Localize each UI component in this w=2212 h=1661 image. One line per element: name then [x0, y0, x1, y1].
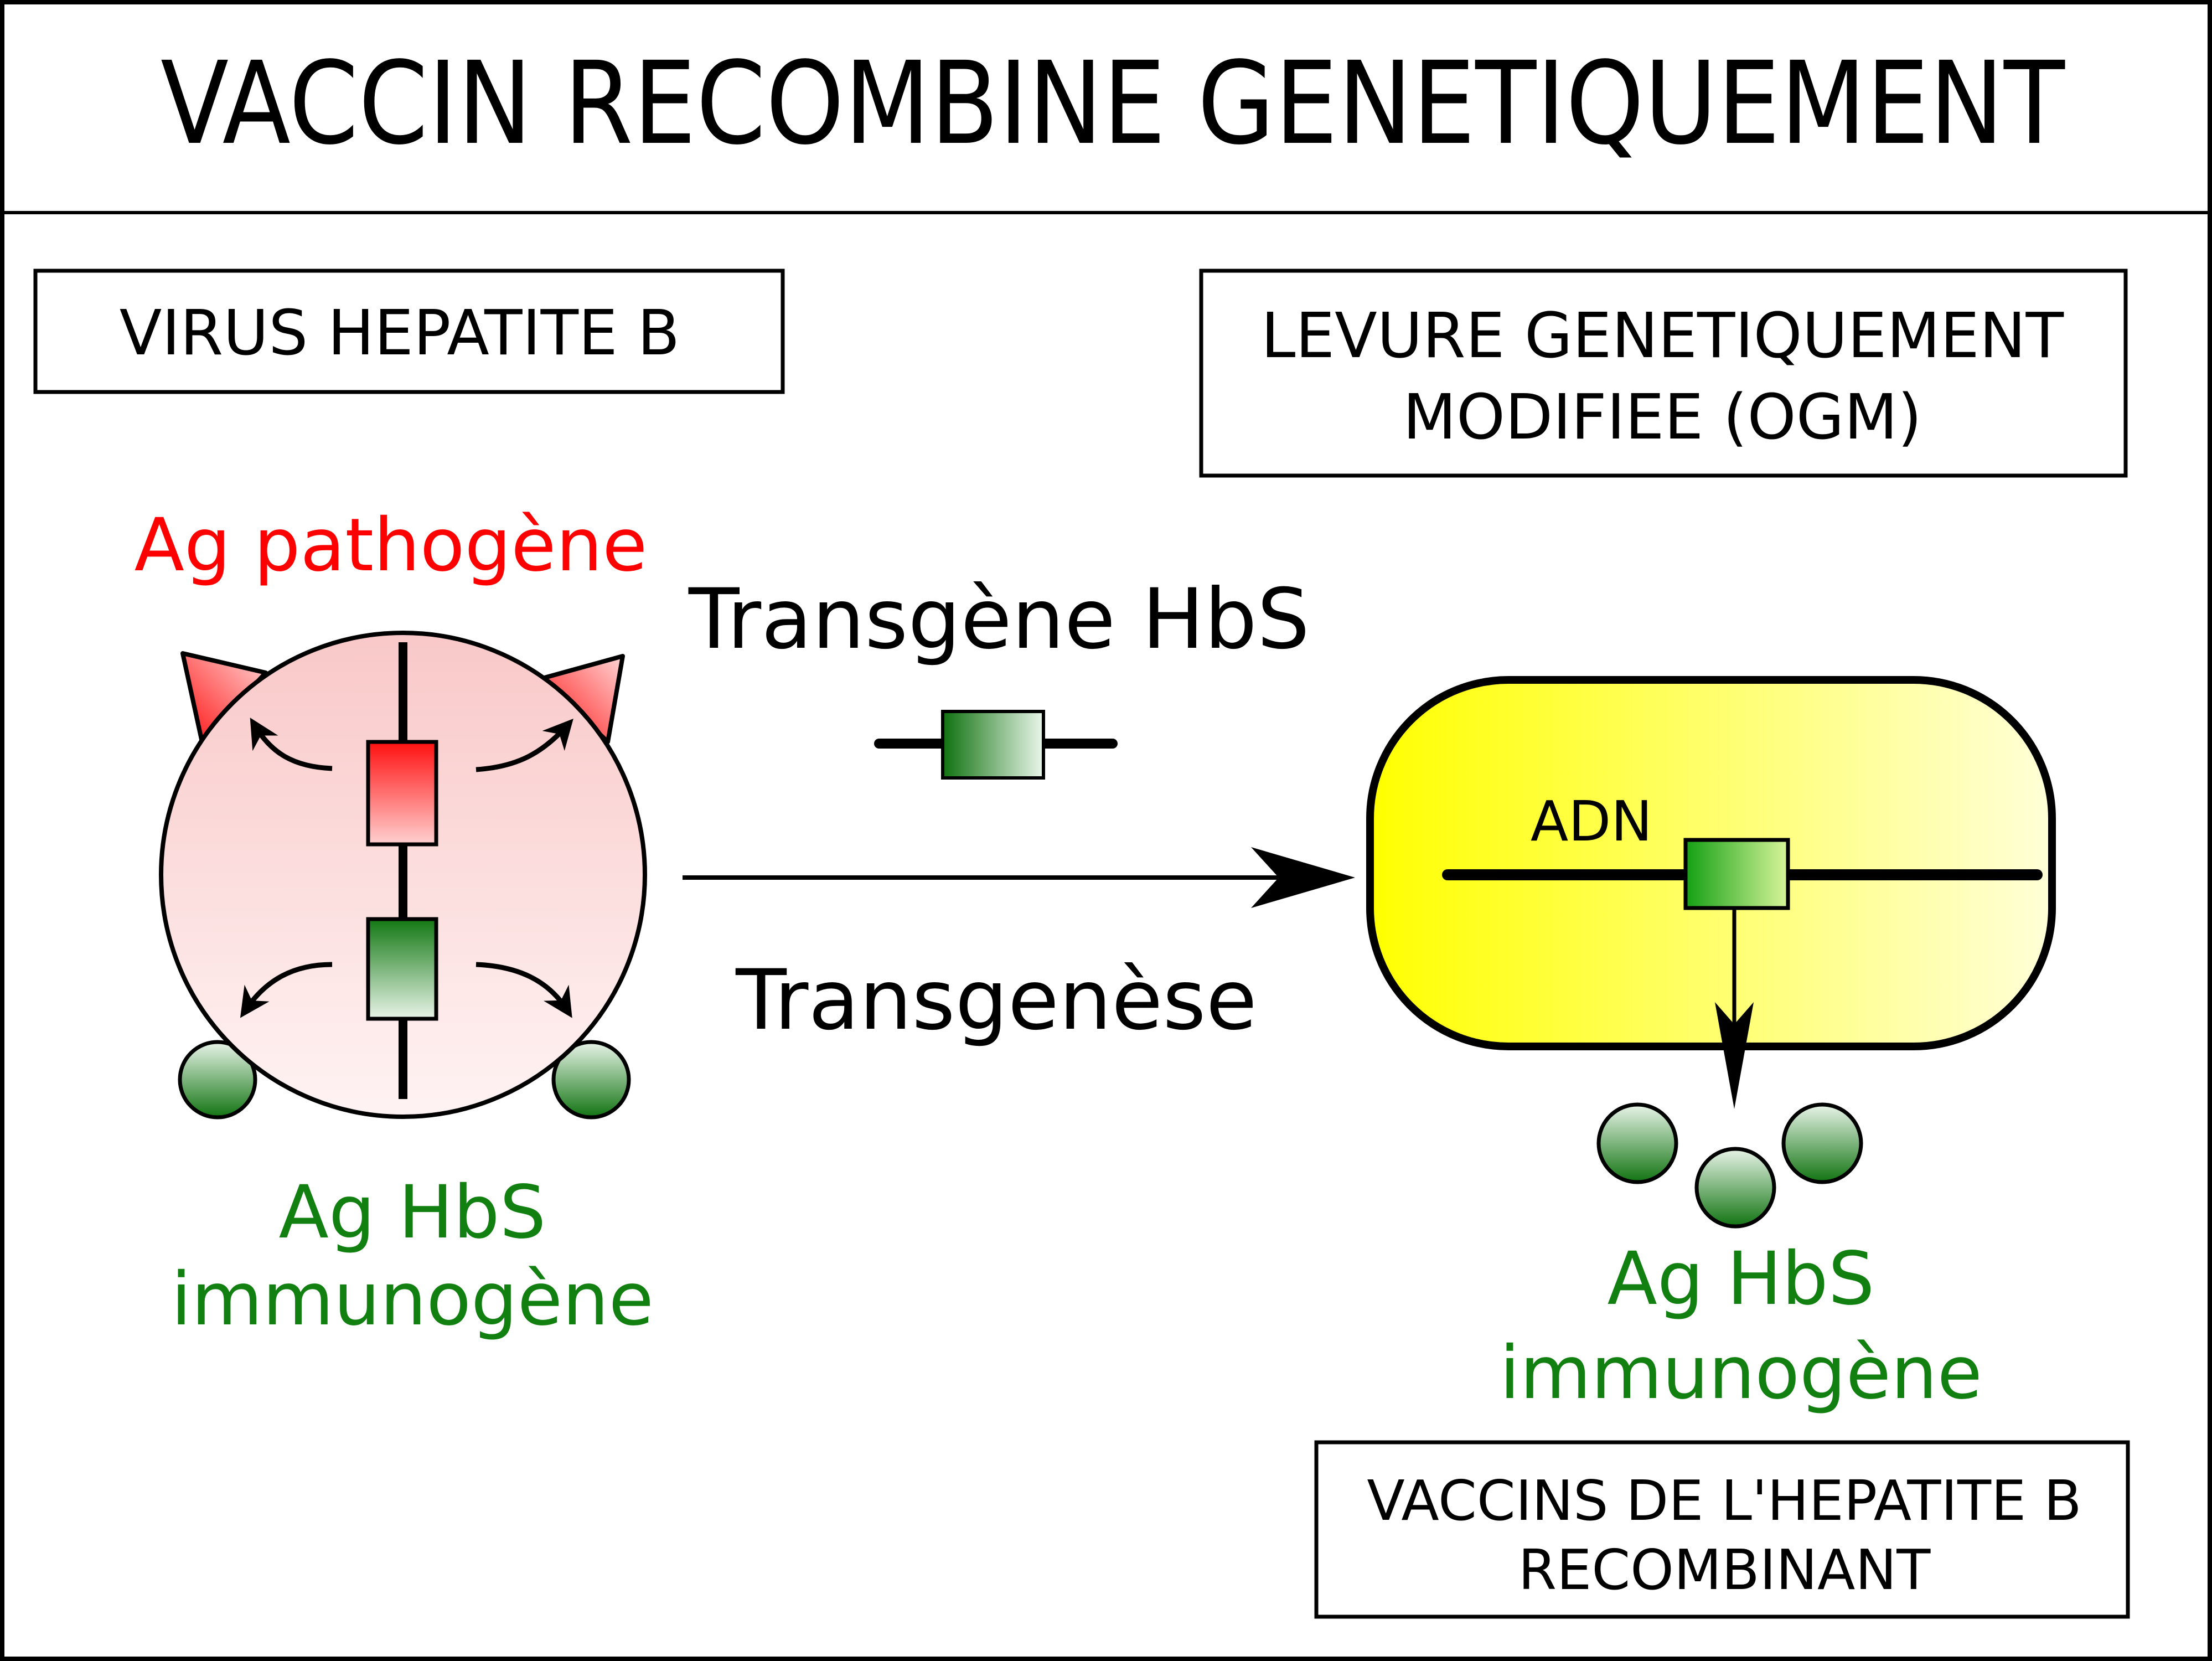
produced-hbs-antigen-ball — [1781, 1102, 1863, 1184]
left-hbs-label-line1: Ag HbS — [279, 1170, 546, 1255]
hbs-gene — [366, 917, 438, 1021]
expression-arrow-icon — [240, 962, 333, 1018]
right-hbs-label-line2: immunogène — [1500, 1330, 1982, 1416]
yeast-hbs-gene — [1683, 838, 1790, 910]
hbs-antigen-ball — [551, 1040, 631, 1120]
transgene-hbs-gene — [941, 710, 1045, 780]
ag-pathogene-label: Ag pathogène — [135, 503, 648, 588]
levure-box-line2: MODIFIEE (OGM) — [1403, 381, 1922, 453]
transgenese-arrowhead-icon — [1251, 847, 1355, 908]
transgenese-arrow — [683, 847, 1355, 908]
expression-arrow-icon — [476, 718, 573, 772]
left-hbs-label-line2: immunogène — [171, 1257, 654, 1342]
virus-box — [33, 269, 785, 394]
produced-hbs-antigen-ball — [1694, 1147, 1776, 1229]
adn-label: ADN — [1531, 789, 1652, 854]
page-title: VACCIN RECOMBINE GENETIQUEMENT — [161, 37, 2065, 170]
virus-particle — [159, 631, 647, 1120]
yeast-expression-arrowhead-icon — [1715, 1002, 1754, 1109]
pathogen-gene — [366, 740, 438, 847]
transgenese-label: Transgenèse — [735, 952, 1257, 1049]
vaccins-box — [1314, 1440, 2130, 1619]
levure-box — [1199, 269, 2128, 478]
vaccins-box-line2: RECOMBINANT — [1518, 1538, 1931, 1602]
expression-arrow-icon — [250, 718, 333, 771]
hbs-antigen-ball — [178, 1040, 257, 1120]
transgene-hbs — [874, 710, 1118, 780]
produced-hbs-antigen-ball — [1596, 1102, 1678, 1184]
transgene-label: Transgène HbS — [688, 571, 1310, 668]
vaccins-box-line1: VACCINS DE L'HEPATITE B — [1367, 1468, 2081, 1533]
levure-box-line1: LEVURE GENETIQUEMENT — [1261, 300, 2064, 372]
virus-box-label: VIRUS HEPATITE B — [120, 297, 680, 369]
yeast-cell: ADN — [1366, 676, 2056, 1109]
expression-arrow-icon — [476, 962, 572, 1018]
right-hbs-label-line1: Ag HbS — [1608, 1236, 1875, 1322]
